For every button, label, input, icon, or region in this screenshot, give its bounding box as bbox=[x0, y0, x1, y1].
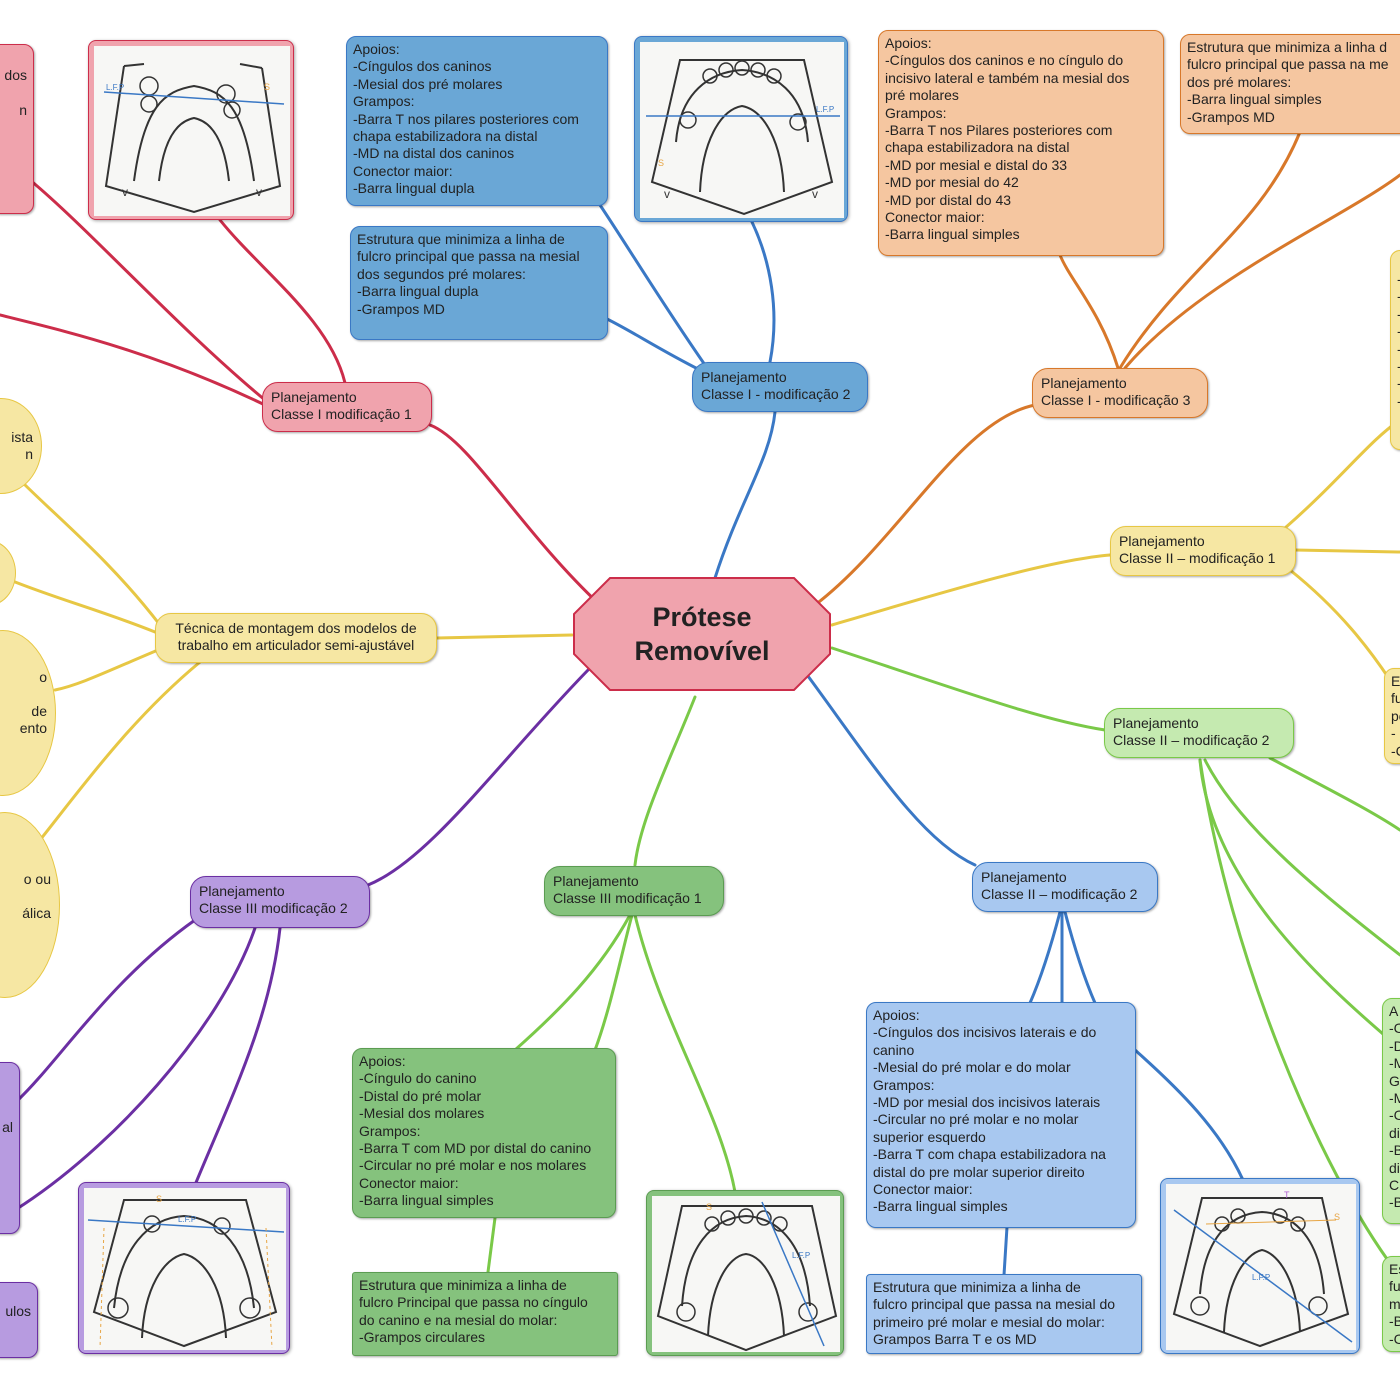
arch-drawing: L.F.P S T bbox=[1166, 1184, 1356, 1350]
line-center-to-classe1-mod1 bbox=[428, 423, 602, 607]
node-classe2-mod2-bottom[interactable]: Planejamento Classe II – modificação 2 bbox=[972, 862, 1158, 912]
line-tecnica-to-blob2 bbox=[8, 578, 157, 634]
s-label: S bbox=[156, 1194, 162, 1204]
svg-text:v: v bbox=[664, 187, 670, 201]
lightblue-apoios-box: Apoios: -Cíngulos dos incisivos laterais… bbox=[866, 1002, 1136, 1228]
line-c3mod2-to-left-1 bbox=[16, 918, 197, 1102]
line-center-to-classe2-mod1 bbox=[830, 553, 1112, 627]
lfp-label: L.F.P bbox=[1252, 1273, 1270, 1282]
line-c2mod1-to-right-mid bbox=[1288, 568, 1392, 682]
lfp-label: L.F.P bbox=[792, 1251, 810, 1260]
blue-apoios-box: Apoios: -Cíngulos dos caninos -Mesial do… bbox=[346, 36, 608, 206]
arch-drawing: L.F.P S v v bbox=[640, 42, 844, 218]
arch-drawing: L.F.P S bbox=[84, 1188, 286, 1350]
purple-partial-left: al bbox=[0, 1062, 20, 1234]
pink-partial-box: dos n bbox=[0, 44, 34, 214]
s-label: S bbox=[658, 158, 664, 168]
center-octagon-shape bbox=[573, 577, 831, 691]
node-classe3-mod2[interactable]: Planejamento Classe III modificação 2 bbox=[190, 876, 370, 928]
lightgreen-partial-right: A -C -D -M G -M -C di -B di C -B bbox=[1382, 998, 1400, 1224]
lfp-label: L.F.P bbox=[106, 83, 124, 92]
node-classe1-mod1[interactable]: Planejamento Classe I modificação 1 bbox=[262, 382, 432, 432]
line-c3mod1-to-green-apoios-1 bbox=[513, 913, 632, 1052]
purple-arch-sketch: L.F.P S bbox=[78, 1182, 290, 1354]
line-c3mod1-to-green-image bbox=[633, 913, 737, 1194]
line-mod1-to-pink-box bbox=[28, 178, 267, 402]
lightblue-arch-sketch: L.F.P S T bbox=[1160, 1178, 1360, 1354]
line-c3mod2-to-purple-image bbox=[193, 926, 282, 1187]
line-mod2-to-blue-image bbox=[750, 220, 776, 364]
s-label: S bbox=[1334, 1212, 1340, 1222]
line-center-to-tecnica bbox=[435, 633, 574, 640]
svg-text:v: v bbox=[122, 185, 128, 199]
node-classe2-mod2-right[interactable]: Planejamento Classe II – modificação 2 bbox=[1104, 708, 1294, 758]
line-c2mod2-to-lightgreen-bottom bbox=[1198, 758, 1397, 1272]
purple-partial-left-bottom: ulos bbox=[0, 1282, 38, 1358]
line-c2mod2-to-right-2 bbox=[1203, 758, 1400, 957]
line-mod2-to-blue-estrutura bbox=[603, 316, 702, 372]
green-apoios-box: Apoios: -Cíngulo do canino -Distal do pr… bbox=[352, 1048, 616, 1218]
node-classe1-mod2[interactable]: Planejamento Classe I - modificação 2 bbox=[692, 362, 868, 412]
line-c2mod1-to-right bbox=[1293, 548, 1400, 554]
line-center-to-classe3-mod1 bbox=[633, 695, 697, 867]
line-c2mod2b-to-lb-apoios-3 bbox=[1063, 910, 1097, 1005]
yellow-partial-right-top: - - - - - - - - bbox=[1390, 250, 1400, 450]
svg-text:v: v bbox=[256, 185, 262, 199]
line-green-apoios-to-estrutura bbox=[486, 1216, 497, 1274]
svg-text:v: v bbox=[812, 187, 818, 201]
center-title: Prótese Removível bbox=[634, 602, 770, 666]
line-mod2-to-blue-apoios bbox=[598, 203, 707, 367]
line-c3mod2-to-left-2 bbox=[13, 926, 257, 1212]
line-center-to-classe2-mod2-bottom bbox=[803, 670, 977, 867]
arch-drawing: L.F.P S bbox=[652, 1196, 840, 1352]
line-mod3-to-right bbox=[1123, 173, 1400, 370]
yellow-partial-right-mid: E fu po - -C bbox=[1384, 668, 1400, 764]
line-c3mod1-to-green-apoios-2 bbox=[593, 913, 634, 1052]
line-lb-apoios-to-lb-image bbox=[1133, 1048, 1245, 1182]
blue-arch-sketch: L.F.P S v v bbox=[634, 36, 848, 222]
line-center-to-classe1-mod3 bbox=[813, 403, 1037, 607]
green-arch-sketch: L.F.P S bbox=[646, 1190, 844, 1356]
lfp-label: L.F.P bbox=[178, 1215, 196, 1224]
lightgreen-partial-right-bottom: Es fu m -B -C bbox=[1382, 1256, 1400, 1352]
line-tecnica-to-blob1 bbox=[18, 478, 162, 627]
line-mod1-to-left bbox=[0, 313, 267, 407]
line-c2mod1-to-right-top bbox=[1283, 418, 1400, 530]
line-center-to-classe1-mod2 bbox=[713, 410, 777, 580]
orange-estrutura-box: Estrutura que minimiza a linha d fulcro … bbox=[1180, 34, 1400, 134]
line-c2mod2-to-right bbox=[1268, 756, 1400, 832]
line-center-to-classe2-mod2-right bbox=[830, 646, 1107, 732]
line-mod1-to-pink-image bbox=[218, 218, 347, 385]
t-label: T bbox=[1284, 1190, 1290, 1200]
blue-estrutura-box: Estrutura que minimiza a linha de fulcro… bbox=[350, 226, 608, 340]
node-tecnica-montagem[interactable]: Técnica de montagem dos modelos de traba… bbox=[155, 613, 437, 663]
node-classe1-mod3[interactable]: Planejamento Classe I - modificação 3 bbox=[1032, 368, 1208, 418]
line-tecnica-to-blob3 bbox=[53, 648, 160, 692]
line-lb-apoios-to-lb-estrutura bbox=[1002, 1225, 1009, 1277]
line-center-to-classe3-mod2 bbox=[366, 666, 592, 887]
arch-drawing: L.F.P S v v bbox=[94, 46, 290, 216]
pink-arch-sketch: L.F.P S v v bbox=[88, 40, 294, 220]
lightblue-estrutura-box: Estrutura que minimiza a linha de fulcro… bbox=[866, 1274, 1142, 1354]
center-node[interactable]: Prótese Removível bbox=[572, 576, 832, 692]
line-mod3-to-orange-estrutura bbox=[1118, 130, 1302, 370]
node-classe3-mod1[interactable]: Planejamento Classe III modificação 1 bbox=[544, 866, 724, 916]
lfp-label: L.F.P bbox=[816, 105, 834, 114]
s-label: S bbox=[264, 82, 270, 92]
line-tecnica-to-blob4 bbox=[38, 660, 202, 842]
node-classe2-mod1[interactable]: Planejamento Classe II – modificação 1 bbox=[1110, 526, 1296, 576]
orange-apoios-box: Apoios: -Cíngulos dos caninos e no cíngu… bbox=[878, 30, 1164, 256]
line-mod3-to-orange-apoios bbox=[1058, 253, 1120, 370]
s-label: S bbox=[706, 1202, 712, 1212]
line-c2mod2b-to-lb-apoios-1 bbox=[1028, 910, 1062, 1005]
green-estrutura-box: Estrutura que minimiza a linha de fulcro… bbox=[352, 1272, 618, 1356]
